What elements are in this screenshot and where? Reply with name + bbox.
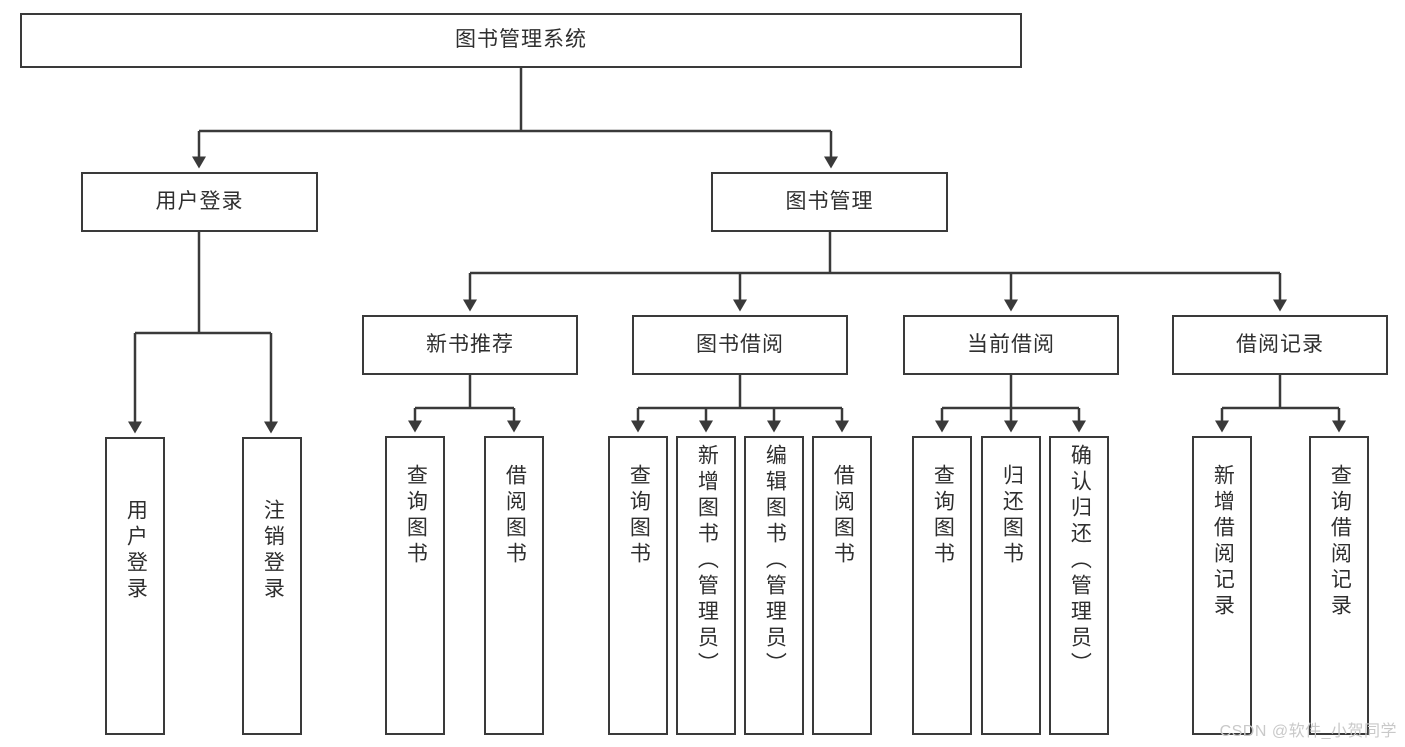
node-label: 确认归还（管理员） bbox=[1068, 444, 1092, 678]
node-user-login[interactable]: 用户登录 bbox=[81, 172, 318, 232]
node-label: 借阅记录 bbox=[1236, 332, 1324, 356]
leaf-query-book-current[interactable]: 查询图书 bbox=[912, 436, 972, 735]
node-book-borrow[interactable]: 图书借阅 bbox=[632, 315, 848, 375]
leaf-add-book-admin[interactable]: 新增图书（管理员） bbox=[676, 436, 736, 735]
leaf-query-book-borrow[interactable]: 查询图书 bbox=[608, 436, 668, 735]
leaf-user-login[interactable]: 用户登录 bbox=[105, 437, 165, 735]
node-label: 查询借阅记录 bbox=[1328, 464, 1352, 620]
leaf-borrow-book-recommend[interactable]: 借阅图书 bbox=[484, 436, 544, 735]
node-current-borrow[interactable]: 当前借阅 bbox=[903, 315, 1119, 375]
node-book-management[interactable]: 图书管理 bbox=[711, 172, 948, 232]
node-label: 借阅图书 bbox=[831, 464, 855, 568]
node-label: 借阅图书 bbox=[503, 464, 527, 568]
node-label: 注销登录 bbox=[261, 499, 285, 603]
leaf-logout[interactable]: 注销登录 bbox=[242, 437, 302, 735]
node-label: 新增图书（管理员） bbox=[695, 444, 719, 678]
node-label: 编辑图书（管理员） bbox=[763, 444, 787, 678]
leaf-borrow-book[interactable]: 借阅图书 bbox=[812, 436, 872, 735]
node-borrow-record[interactable]: 借阅记录 bbox=[1172, 315, 1388, 375]
node-root-system[interactable]: 图书管理系统 bbox=[20, 13, 1022, 68]
node-label: 查询图书 bbox=[404, 464, 428, 568]
node-label: 图书管理 bbox=[785, 189, 874, 213]
node-label: 查询图书 bbox=[931, 464, 955, 568]
leaf-query-borrow-record[interactable]: 查询借阅记录 bbox=[1309, 436, 1369, 735]
watermark-text: CSDN @软件_小贺同学 bbox=[1219, 723, 1397, 740]
node-label: 查询图书 bbox=[627, 464, 651, 568]
leaf-edit-book-admin[interactable]: 编辑图书（管理员） bbox=[744, 436, 804, 735]
node-label: 归还图书 bbox=[1000, 464, 1024, 568]
node-label: 图书借阅 bbox=[696, 332, 784, 356]
leaf-return-book[interactable]: 归还图书 bbox=[981, 436, 1041, 735]
node-label: 用户登录 bbox=[124, 499, 148, 603]
node-label: 新书推荐 bbox=[426, 332, 514, 356]
leaf-add-borrow-record[interactable]: 新增借阅记录 bbox=[1192, 436, 1252, 735]
node-label: 新增借阅记录 bbox=[1211, 464, 1235, 620]
node-label: 当前借阅 bbox=[967, 332, 1055, 356]
node-label: 图书管理系统 bbox=[455, 28, 587, 52]
leaf-confirm-return-admin[interactable]: 确认归还（管理员） bbox=[1049, 436, 1109, 735]
node-new-book-recommend[interactable]: 新书推荐 bbox=[362, 315, 578, 375]
node-label: 用户登录 bbox=[155, 189, 244, 213]
leaf-query-book-recommend[interactable]: 查询图书 bbox=[385, 436, 445, 735]
